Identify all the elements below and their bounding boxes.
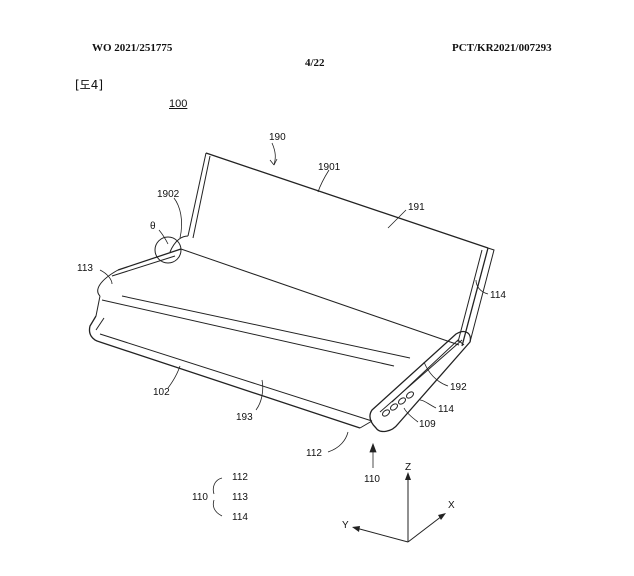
label-theta: θ [150, 221, 156, 232]
figure-label: [도4] [75, 78, 104, 92]
label-102: 102 [153, 387, 170, 398]
upright-display-panel [169, 152, 495, 347]
label-109: 109 [419, 419, 436, 430]
sheet-number: 4/22 [305, 57, 325, 69]
label-112: 112 [306, 448, 322, 459]
legend-group-110: 110 [192, 492, 208, 503]
legend-item-114: 114 [232, 512, 248, 523]
label-190: 190 [269, 132, 286, 143]
application-number: PCT/KR2021/007293 [452, 42, 552, 54]
axis-x-label: X [448, 500, 455, 511]
label-193: 193 [236, 412, 253, 423]
publication-number: WO 2021/251775 [92, 42, 173, 54]
axis-y-label: Y [342, 520, 349, 531]
label-1901: 1901 [318, 162, 341, 173]
angle-indicator-circle [154, 236, 182, 264]
leader-lines [99, 142, 489, 517]
label-114-lower: 114 [438, 404, 454, 415]
axis-z-label: Z [405, 462, 411, 473]
label-191: 191 [408, 202, 425, 213]
device-base [88, 248, 472, 433]
figure-reference-number: 100 [169, 98, 188, 110]
label-113: 113 [77, 263, 93, 274]
legend-item-113: 113 [232, 492, 248, 503]
axis-triad [352, 472, 446, 543]
label-192: 192 [450, 382, 467, 393]
label-1902: 1902 [157, 189, 180, 200]
label-110: 110 [364, 474, 380, 485]
label-114-upper: 114 [490, 290, 506, 301]
legend-item-112: 112 [232, 472, 248, 483]
